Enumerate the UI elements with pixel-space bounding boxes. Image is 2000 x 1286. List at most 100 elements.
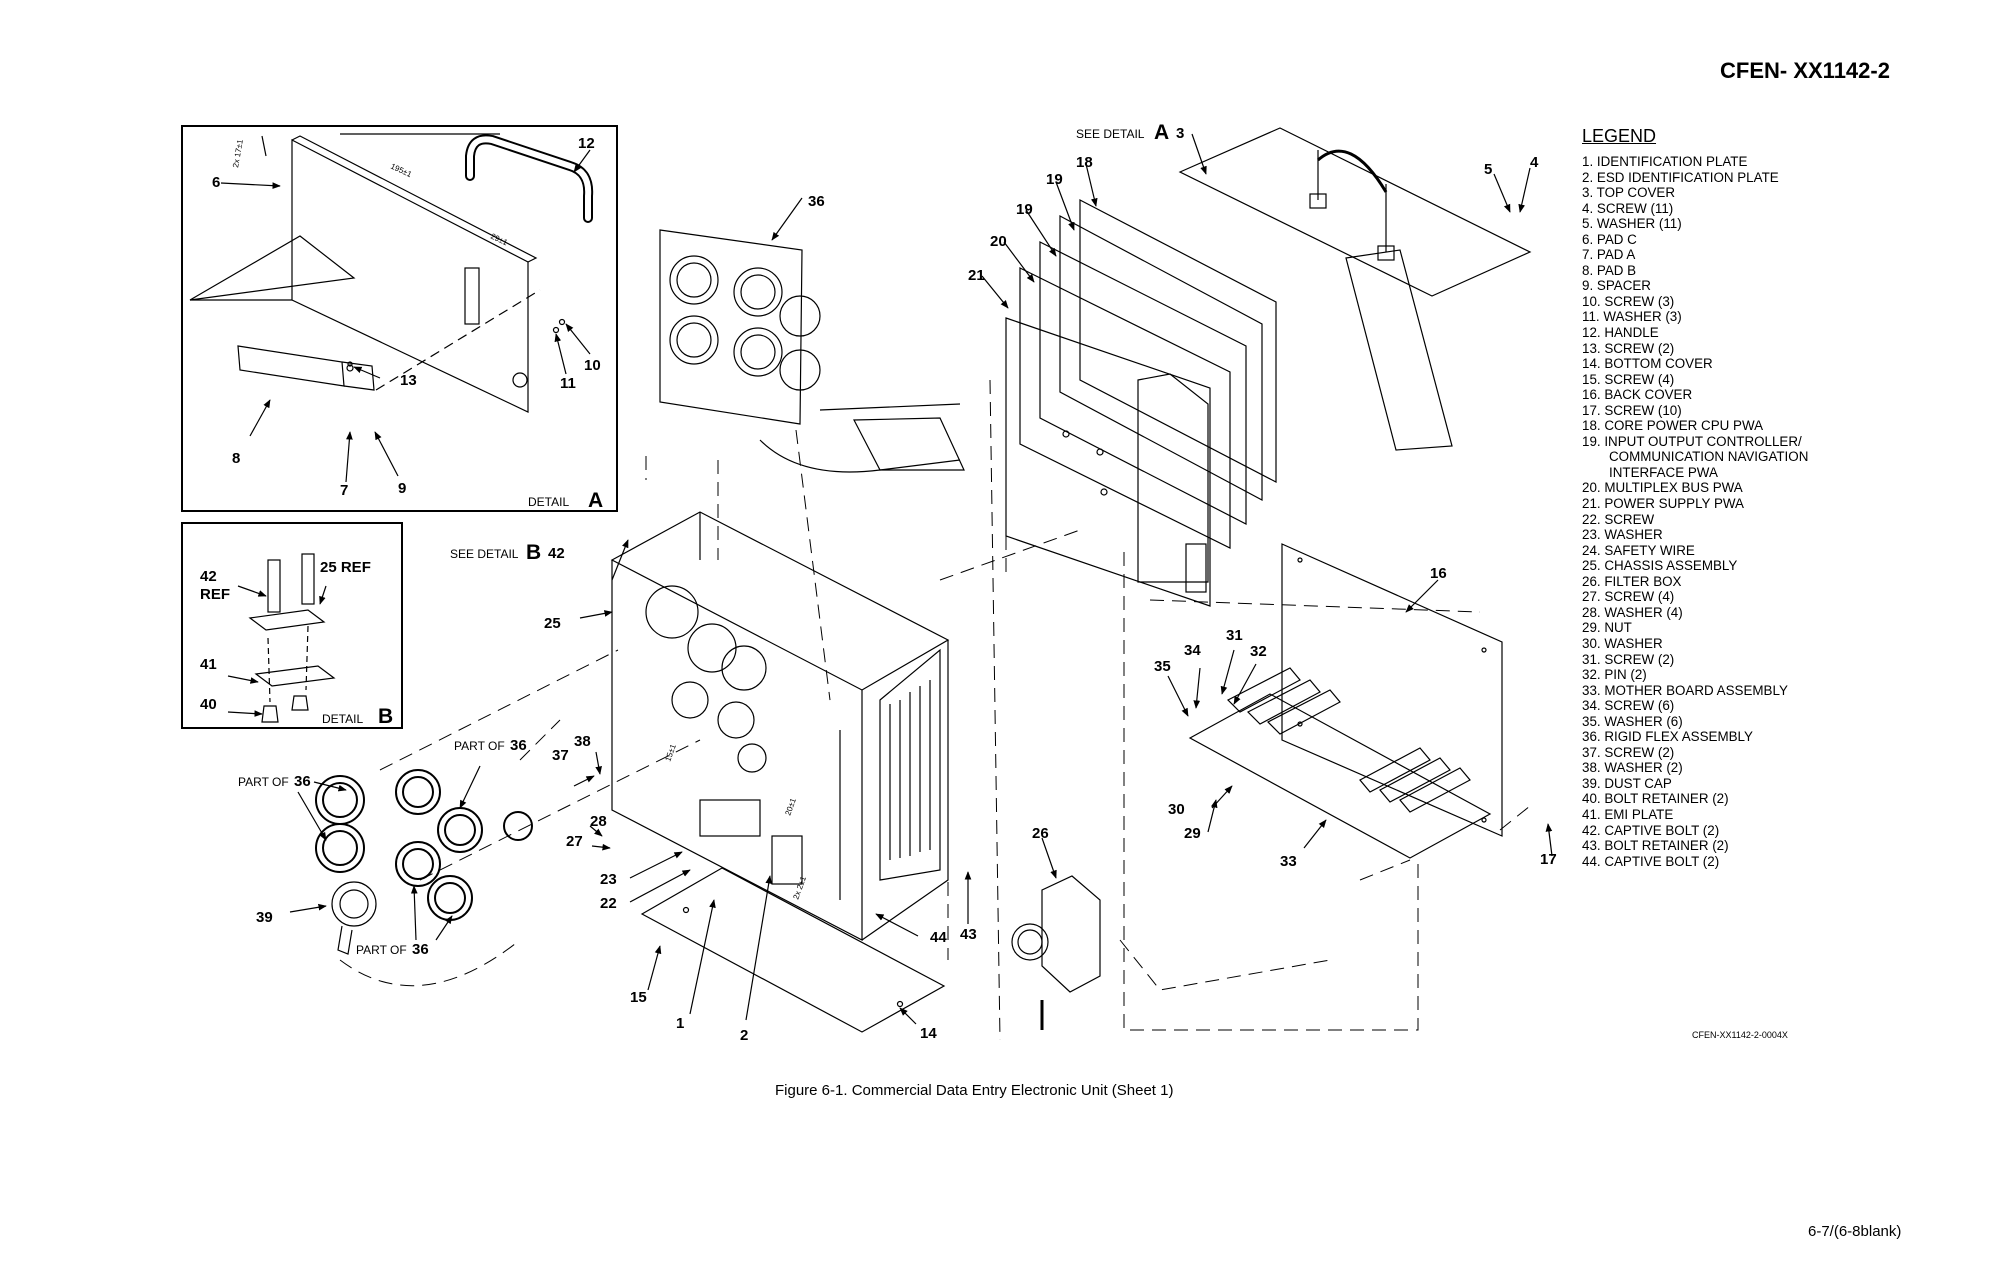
callout-21: 21 xyxy=(968,267,985,284)
callout-18: 18 xyxy=(1076,154,1093,171)
callout-28: 28 xyxy=(590,813,607,830)
callout-leaders xyxy=(289,133,1553,1025)
legend-item: 33. MOTHER BOARD ASSEMBLY xyxy=(1582,682,1788,698)
legend-item: 23. WASHER xyxy=(1582,527,1663,543)
legend-item: 44. CAPTIVE BOLT (2) xyxy=(1582,853,1720,869)
callout-42: 42 xyxy=(548,545,565,562)
legend-item: 3. TOP COVER xyxy=(1582,185,1676,201)
callout-15: 15 xyxy=(630,989,647,1006)
legend-item: COMMUNICATION NAVIGATION xyxy=(1609,449,1809,465)
detail-a-label: DETAIL xyxy=(528,495,569,509)
legend-item: 32. PIN (2) xyxy=(1582,667,1647,683)
legend-item: 13. SCREW (2) xyxy=(1582,340,1675,356)
legend-item: 17. SCREW (10) xyxy=(1582,402,1682,418)
page-number: 6-7/(6-8blank) xyxy=(1808,1223,1902,1240)
rigid-flex-assembly xyxy=(659,229,965,473)
callout-11: 11 xyxy=(560,375,576,392)
part-of-num: 36 xyxy=(294,773,311,790)
callout-22: 22 xyxy=(600,895,617,912)
legend-item: 22. SCREW xyxy=(1582,511,1655,527)
legend-item: 27. SCREW (4) xyxy=(1582,589,1675,605)
callout-39: 39 xyxy=(256,909,273,926)
dim-label: 20±1 xyxy=(783,796,798,816)
see-detail-a-letter: A xyxy=(1154,121,1169,144)
callout-37: 37 xyxy=(552,747,569,764)
callout-35: 35 xyxy=(1154,658,1171,675)
legend-item: 9. SPACER xyxy=(1582,278,1651,294)
detail-b-leaders xyxy=(227,585,327,717)
dim-label: 195±1 xyxy=(389,162,413,180)
part-of-num: 36 xyxy=(510,737,527,754)
callout-4: 4 xyxy=(1530,154,1539,171)
legend-item: 21. POWER SUPPLY PWA xyxy=(1582,496,1744,512)
pwa-cards xyxy=(1005,199,1277,607)
callout-38: 38 xyxy=(574,733,591,750)
callout-25-ref: 25 REF xyxy=(320,559,371,576)
callout-33: 33 xyxy=(1280,853,1297,870)
legend-item: 1. IDENTIFICATION PLATE xyxy=(1582,154,1748,169)
legend-item: 26. FILTER BOX xyxy=(1582,573,1682,589)
callout-19: 19 xyxy=(1046,171,1063,188)
callout-23: 23 xyxy=(600,871,617,888)
detail-b-letter: B xyxy=(378,705,393,728)
callout-43: 43 xyxy=(960,926,977,943)
part-of-text: PART OF xyxy=(356,943,407,957)
legend-item: 20. MULTIPLEX BUS PWA xyxy=(1582,480,1743,496)
callout-7: 7 xyxy=(340,482,348,499)
detail-a-letter: A xyxy=(588,489,603,512)
legend-item: 12. HANDLE xyxy=(1582,325,1659,341)
legend-item: 2. ESD IDENTIFICATION PLATE xyxy=(1582,169,1779,185)
legend-item: INTERFACE PWA xyxy=(1609,464,1718,480)
legend-item: 10. SCREW (3) xyxy=(1582,293,1675,309)
top-cover xyxy=(1178,127,1532,451)
see-detail-b-text: SEE DETAIL xyxy=(450,547,519,561)
legend-item: 8. PAD B xyxy=(1582,262,1637,278)
legend-item: 11. WASHER (3) xyxy=(1582,309,1682,325)
top-cover-plate xyxy=(291,139,529,413)
pad-slot xyxy=(464,267,480,325)
callout-6: 6 xyxy=(212,174,220,191)
legend-title: LEGEND xyxy=(1582,126,1657,146)
callout-8: 8 xyxy=(232,450,240,467)
legend-list: 1. IDENTIFICATION PLATE 2. ESD IDENTIFIC… xyxy=(1582,154,1808,869)
callout-17: 17 xyxy=(1540,851,1557,868)
see-detail-b-letter: B xyxy=(526,541,541,564)
callout-14: 14 xyxy=(920,1025,937,1042)
legend-item: 7. PAD A xyxy=(1582,247,1636,263)
callout-32: 32 xyxy=(1250,643,1267,660)
detail-b-box xyxy=(181,522,403,729)
callout-44: 44 xyxy=(930,929,947,946)
legend-item: 39. DUST CAP xyxy=(1582,775,1672,791)
alignment-lines xyxy=(339,379,1531,1041)
bottom-cover xyxy=(640,867,946,1033)
legend-item: 14. BOTTOM COVER xyxy=(1582,356,1713,372)
callout-31: 31 xyxy=(1226,627,1243,644)
legend-item: 36. RIGID FLEX ASSEMBLY xyxy=(1582,729,1753,745)
legend-item: 15. SCREW (4) xyxy=(1582,371,1675,387)
callout-29: 29 xyxy=(1184,825,1201,842)
legend-item: 16. BACK COVER xyxy=(1582,387,1693,403)
callout-10: 10 xyxy=(584,357,601,374)
callout-12: 12 xyxy=(578,135,595,152)
legend-item: 31. SCREW (2) xyxy=(1582,651,1675,667)
dim-label: 29±1 xyxy=(489,232,509,248)
legend-item: 6. PAD C xyxy=(1582,231,1637,247)
callout-40: 40 xyxy=(200,696,217,713)
filter-box xyxy=(1011,875,1101,1030)
dust-cap xyxy=(331,881,377,955)
legend-item: 41. EMI PLATE xyxy=(1582,806,1674,822)
part-of-num: 36 xyxy=(412,941,429,958)
legend-item: 38. WASHER (2) xyxy=(1582,760,1683,776)
legend-item: 18. CORE POWER CPU PWA xyxy=(1582,418,1764,434)
callout-13: 13 xyxy=(400,372,417,389)
part-of-text: PART OF xyxy=(238,775,289,789)
detail-a-leaders xyxy=(220,149,591,483)
dim-label: 15±1 xyxy=(663,742,678,762)
dim-label: 2x 2±1 xyxy=(791,875,808,901)
part-of-text: PART OF xyxy=(454,739,505,753)
figure-caption: Figure 6-1. Commercial Data Entry Electr… xyxy=(775,1082,1174,1099)
legend-item: 37. SCREW (2) xyxy=(1582,744,1675,760)
callout-36: 36 xyxy=(808,193,825,210)
back-cover xyxy=(1281,543,1503,837)
